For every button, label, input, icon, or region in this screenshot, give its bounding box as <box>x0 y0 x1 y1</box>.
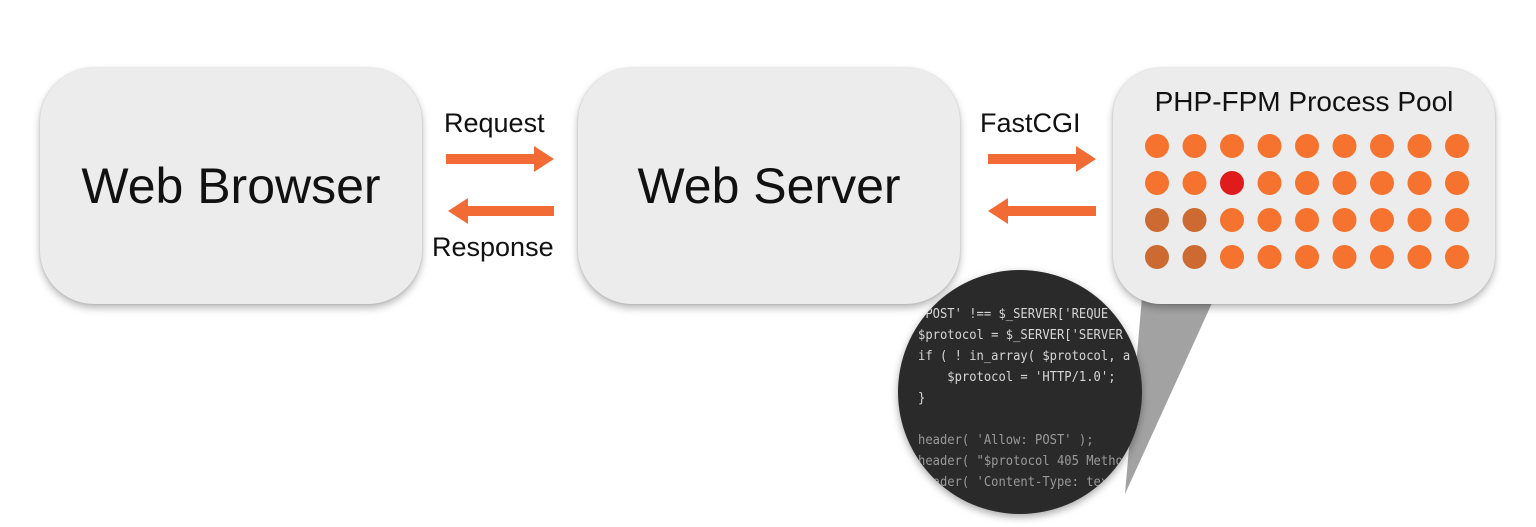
dimmed-process-dot <box>1145 245 1169 269</box>
process-dot <box>1295 171 1319 195</box>
process-dot <box>1257 134 1282 158</box>
code-line <box>918 409 1130 430</box>
dimmed-process-dot <box>1182 208 1207 232</box>
code-line: 'POST' !== $_SERVER['REQUE <box>918 306 1109 322</box>
fastcgi-label: FastCGI <box>980 108 1081 138</box>
process-pool-label: PHP-FPM Process Pool <box>1154 86 1454 117</box>
process-dot <box>1332 245 1357 269</box>
active-process-dot <box>1220 171 1244 195</box>
process-dot <box>1257 245 1282 269</box>
response-label: Response <box>432 232 554 262</box>
code-line: } <box>918 390 926 406</box>
code-line: if ( ! in_array( $protocol, a <box>918 348 1131 364</box>
process-dot <box>1445 134 1469 158</box>
process-dot <box>1407 171 1432 195</box>
process-dot <box>1295 245 1319 269</box>
process-dot <box>1445 171 1469 195</box>
web-server-node: Web Server <box>578 68 960 304</box>
code-line: header( "$protocol 405 Metho <box>918 453 1123 469</box>
process-dot <box>1332 134 1357 158</box>
fastcgi-response-arrow <box>988 198 1096 224</box>
process-dot <box>1407 208 1432 232</box>
process-dot <box>1220 134 1244 158</box>
process-dot <box>1370 245 1394 269</box>
fastcgi-request-arrow <box>988 146 1096 172</box>
process-dot <box>1407 134 1432 158</box>
code-magnifier: 'POST' !== $_SERVER['REQUE $protocol = $_… <box>898 270 1142 514</box>
process-dot <box>1370 208 1394 232</box>
process-dot <box>1182 171 1207 195</box>
process-dot <box>1182 134 1207 158</box>
code-line: $protocol = $_SERVER['SERVER <box>918 327 1123 343</box>
dimmed-process-dot <box>1145 208 1169 232</box>
process-dot <box>1145 134 1169 158</box>
process-dot <box>1220 208 1244 232</box>
code-snippet: 'POST' !== $_SERVER['REQUE $protocol = $_… <box>918 304 1130 493</box>
web-browser-label: Web Browser <box>81 158 381 214</box>
process-dot <box>1332 208 1357 232</box>
process-dot <box>1370 171 1394 195</box>
response-arrow <box>448 198 554 224</box>
web-server-label: Web Server <box>637 158 901 214</box>
request-label: Request <box>444 108 545 138</box>
code-line: $protocol = 'HTTP/1.0'; <box>918 369 1116 385</box>
code-line: header( 'Allow: POST' ); <box>918 432 1094 448</box>
process-dot <box>1445 245 1469 269</box>
process-dot <box>1257 171 1282 195</box>
dimmed-process-dot <box>1182 245 1207 269</box>
process-dot <box>1445 208 1469 232</box>
code-line: header( 'Content-Type: tex <box>918 474 1109 490</box>
request-arrow <box>446 146 554 172</box>
process-dot <box>1220 245 1244 269</box>
process-dot <box>1370 134 1394 158</box>
process-dot <box>1332 171 1357 195</box>
process-dot <box>1407 245 1432 269</box>
process-dot <box>1145 171 1169 195</box>
process-dot <box>1257 208 1282 232</box>
process-dot <box>1295 134 1319 158</box>
process-dot <box>1295 208 1319 232</box>
web-browser-node: Web Browser <box>40 68 422 304</box>
